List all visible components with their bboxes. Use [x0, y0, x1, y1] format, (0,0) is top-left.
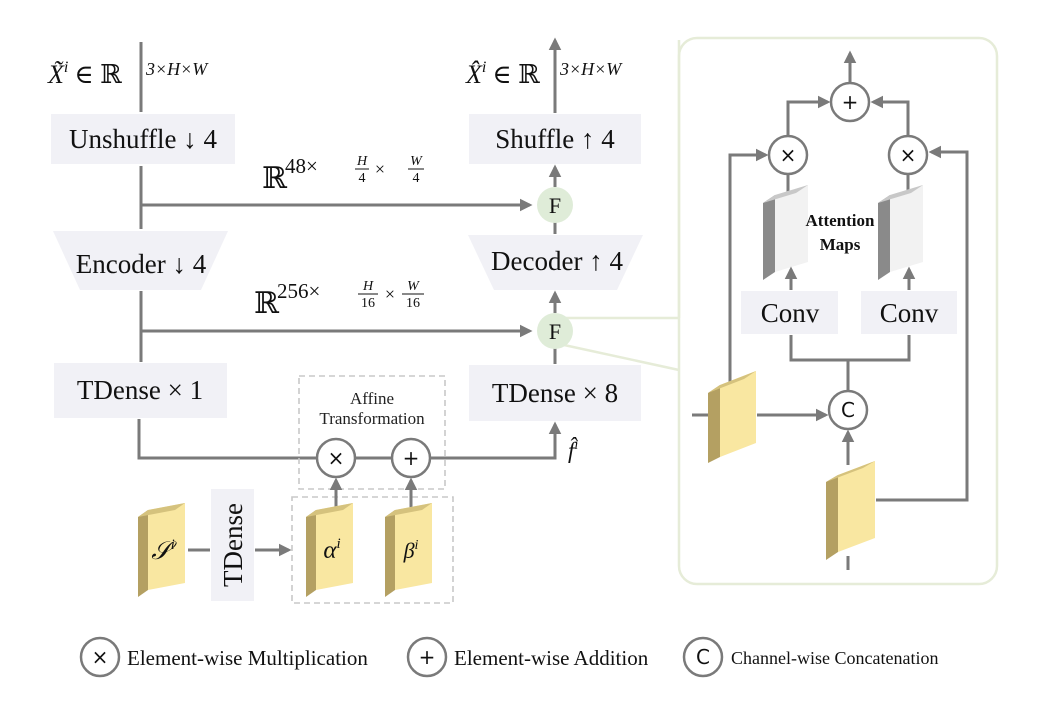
decoder-block: [468, 235, 643, 290]
f-hat-label: f̂i: [568, 436, 578, 463]
fusion-node-upper: F: [537, 187, 573, 223]
panel-concat-op: C: [827, 389, 869, 431]
svg-text:×: ×: [900, 143, 917, 167]
svg-text:F: F: [549, 319, 561, 344]
svg-text:+: +: [842, 90, 859, 114]
svg-text:×: ×: [328, 446, 345, 470]
unshuffle-block: [51, 114, 235, 164]
tdense-vertical-block: [211, 489, 254, 601]
feature-map-alpha: αi: [306, 503, 353, 597]
legend-add-label: Element-wise Addition: [454, 646, 649, 670]
legend-concat-label: Channel-wise Concatenation: [731, 648, 938, 668]
attention-map-left: [763, 185, 808, 280]
svg-text:+: +: [403, 446, 420, 470]
tdense-8-block: [469, 365, 641, 421]
svg-text:F: F: [549, 193, 561, 218]
legend-concat: C Channel-wise Concatenation: [682, 636, 938, 678]
conv-right-block: [861, 291, 957, 334]
svg-text:×: ×: [385, 284, 395, 304]
left-feature-to-mul-line: [728, 148, 769, 393]
concat-icon: [682, 636, 724, 678]
svg-text:16: 16: [361, 296, 375, 311]
svg-text:βi: βi: [403, 538, 419, 563]
decoder-label: Decoder ↑ 4: [491, 246, 623, 276]
svg-text:W: W: [407, 279, 420, 294]
affine-multiply-op: ×: [315, 437, 357, 479]
output-dims: 3×H×W: [559, 59, 623, 79]
svg-text:256×: 256×: [277, 279, 320, 303]
right-feature-to-mul-line: [876, 145, 969, 502]
affine-transformation-box: [298, 375, 446, 490]
shuffle-label: Shuffle ↑ 4: [495, 124, 615, 154]
shuffle-block: [469, 114, 641, 164]
unshuffle-label: Unshuffle ↓ 4: [69, 124, 217, 154]
svg-text:48×: 48×: [285, 154, 318, 178]
svg-text:4: 4: [359, 171, 366, 186]
skip-dims-2: ℝ 256× H 16 × W 16: [254, 279, 424, 320]
svg-text:C: C: [696, 645, 710, 669]
tdense-vertical-label: TDense: [218, 503, 248, 587]
panel-left-mul-op: ×: [767, 134, 809, 176]
svg-text:H: H: [356, 154, 368, 169]
affine-to-tdense8-line: [430, 421, 562, 460]
svg-text:W: W: [410, 154, 423, 169]
feature-map-beta: βi: [385, 503, 432, 597]
svg-text:αi: αi: [323, 536, 340, 564]
input-label: X̃i∈ ℝ: [47, 59, 122, 89]
output-label: X̂i∈ ℝ: [465, 59, 540, 89]
callout-line-bottom: [563, 343, 680, 372]
skip-dims-1: ℝ 48× H 4 × W 4: [262, 154, 424, 195]
legend-add: + Element-wise Addition: [406, 636, 649, 678]
input-dims: 3×H×W: [145, 59, 209, 79]
panel-add-op: +: [829, 81, 871, 123]
attention-maps-label-line2: Maps: [820, 235, 861, 254]
modulation-params-box: [291, 496, 454, 604]
add-icon: [406, 636, 448, 678]
conv-left-block: [741, 291, 838, 334]
concat-to-convs-line: [789, 335, 911, 362]
affine-title-line1: Affine: [350, 389, 394, 408]
right-mul-to-add-line: [870, 95, 910, 136]
multiply-icon: [79, 636, 121, 678]
panel-feature-map-bottom: [826, 461, 875, 560]
tdense-8-label: TDense × 8: [492, 378, 618, 408]
tdense-to-affine-line: [137, 419, 317, 460]
fusion-node-lower: F: [537, 313, 573, 349]
conv-left-label: Conv: [761, 298, 820, 328]
left-mul-to-add-line: [786, 95, 831, 136]
svg-text:ℝ: ℝ: [262, 162, 288, 195]
tdense-1-label: TDense × 1: [77, 375, 203, 405]
svg-text:C: C: [841, 398, 855, 422]
svg-text:4: 4: [413, 171, 420, 186]
svg-text:H: H: [362, 279, 374, 294]
affine-title-line2: Transformation: [319, 409, 425, 428]
affine-add-op: +: [390, 437, 432, 479]
svg-text:16: 16: [406, 296, 420, 311]
svg-text:×: ×: [92, 645, 109, 669]
encoder-label: Encoder ↓ 4: [76, 249, 207, 279]
svg-text:×: ×: [375, 159, 385, 179]
svg-text:+: +: [419, 645, 436, 669]
legend-multiply: × Element-wise Multiplication: [79, 636, 368, 678]
feature-map-s: 𝒮i: [138, 503, 185, 597]
svg-text:ℝ: ℝ: [254, 287, 280, 320]
attention-map-right: [878, 185, 923, 280]
encoder-block: [53, 231, 228, 290]
panel-right-mul-op: ×: [887, 134, 929, 176]
conv-right-label: Conv: [880, 298, 939, 328]
svg-text:×: ×: [780, 143, 797, 167]
attention-maps-label-line1: Attention: [806, 211, 875, 230]
panel-feature-map-left: [708, 371, 756, 463]
legend-multiply-label: Element-wise Multiplication: [127, 646, 368, 670]
tdense-1-block: [54, 363, 227, 418]
